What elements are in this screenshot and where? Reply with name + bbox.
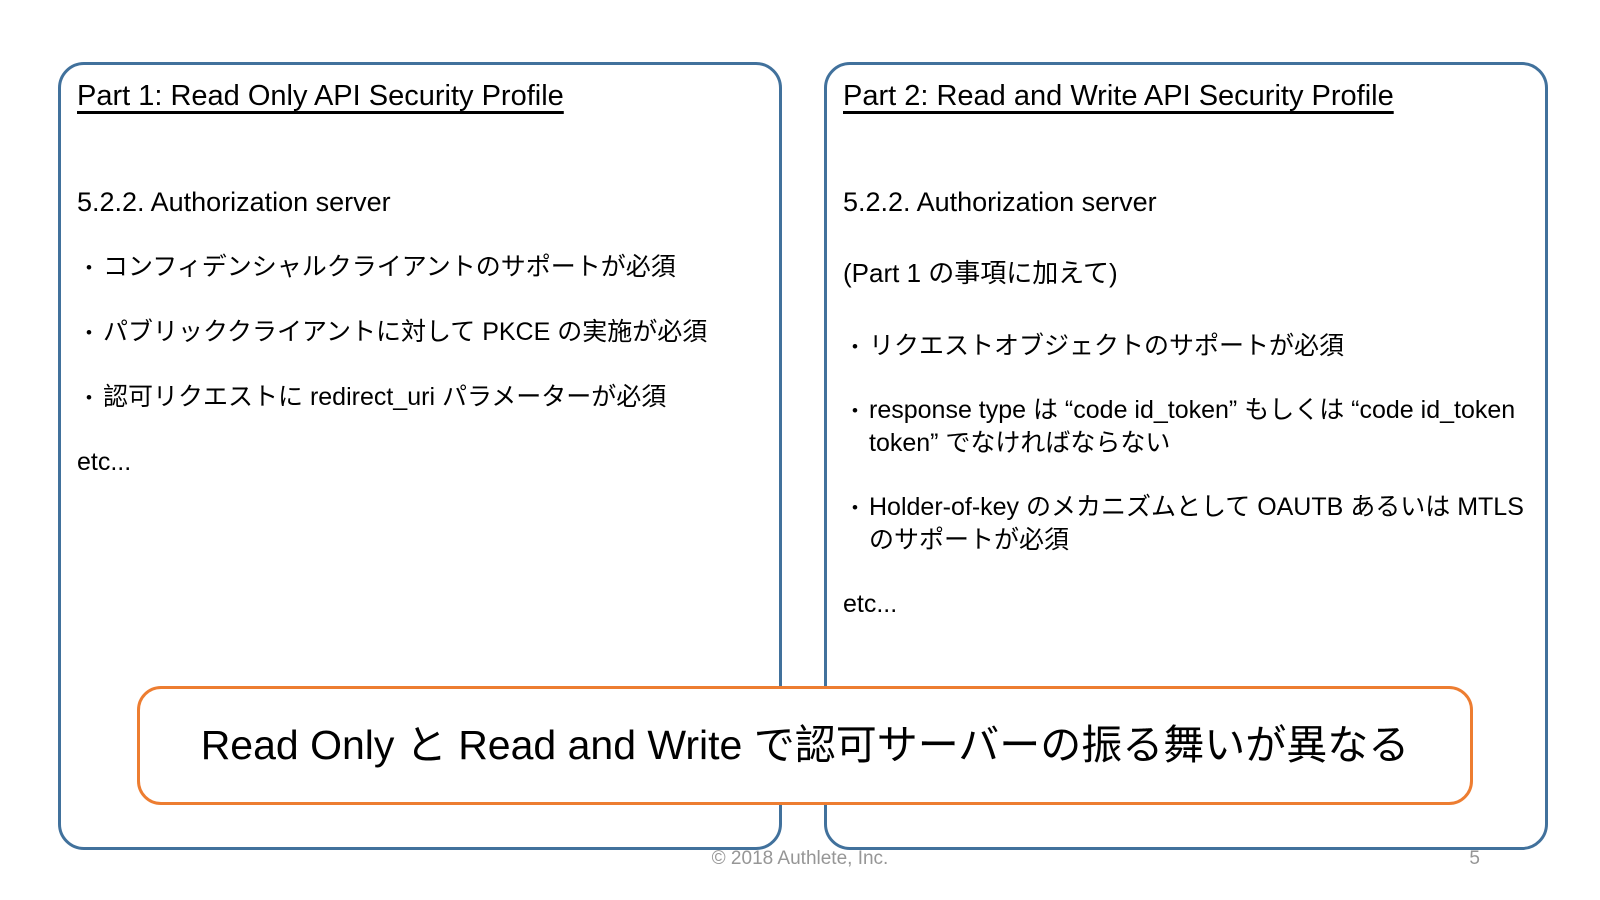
bullet-text: リクエストオブジェクトのサポートが必須 xyxy=(869,332,1345,360)
bullet-icon: • xyxy=(86,388,92,407)
footer-copyright: © 2018 Authlete, Inc. xyxy=(711,848,889,869)
bullet-item: • response type は “code id_token” もしくは “… xyxy=(843,394,1527,460)
panel-part2-heading: 5.2.2. Authorization server xyxy=(843,187,1157,217)
bullet-item: • Holder-of-key のメカニズムとして OAUTB あるいは MTL… xyxy=(843,491,1527,557)
conclusion-banner-text: Read Only と Read and Write で認可サーバーの振る舞いが… xyxy=(200,721,1410,768)
panel-part2-etc: etc... xyxy=(843,590,898,618)
bullet-text: コンフィデンシャルクライアントのサポートが必須 xyxy=(103,253,676,281)
bullet-icon: • xyxy=(852,401,858,420)
bullet-text: 認可リクエストに redirect_uri パラメーターが必須 xyxy=(103,383,667,411)
page-number: 5 xyxy=(1469,848,1480,869)
panel-part1-heading: 5.2.2. Authorization server xyxy=(77,187,391,217)
bullet-icon: • xyxy=(852,337,858,356)
panel-part1-etc: etc... xyxy=(77,448,132,476)
bullet-icon: • xyxy=(86,323,92,342)
panel-part2-note: (Part 1 の事項に加えて) xyxy=(843,258,1118,288)
panel-part2-bullet-list: • リクエストオブジェクトのサポートが必須 • response type は … xyxy=(843,330,1527,557)
bullet-item: • 認可リクエストに redirect_uri パラメーターが必須 xyxy=(77,381,761,414)
bullet-text: パブリッククライアントに対して PKCE の実施が必須 xyxy=(103,318,708,346)
bullet-item: • コンフィデンシャルクライアントのサポートが必須 xyxy=(77,251,761,284)
conclusion-banner: Read Only と Read and Write で認可サーバーの振る舞いが… xyxy=(137,686,1473,805)
panel-part2-title: Part 2: Read and Write API Security Prof… xyxy=(843,80,1394,112)
panel-part1-title: Part 1: Read Only API Security Profile xyxy=(77,80,564,112)
bullet-item: • パブリッククライアントに対して PKCE の実施が必須 xyxy=(77,316,761,349)
bullet-text: response type は “code id_token” もしくは “co… xyxy=(869,396,1516,457)
panel-part1-bullet-list: • コンフィデンシャルクライアントのサポートが必須 • パブリッククライアントに… xyxy=(77,251,761,414)
bullet-icon: • xyxy=(852,498,858,517)
bullet-text: Holder-of-key のメカニズムとして OAUTB あるいは MTLS … xyxy=(869,493,1524,554)
bullet-icon: • xyxy=(86,258,92,277)
bullet-item: • リクエストオブジェクトのサポートが必須 xyxy=(843,330,1527,363)
